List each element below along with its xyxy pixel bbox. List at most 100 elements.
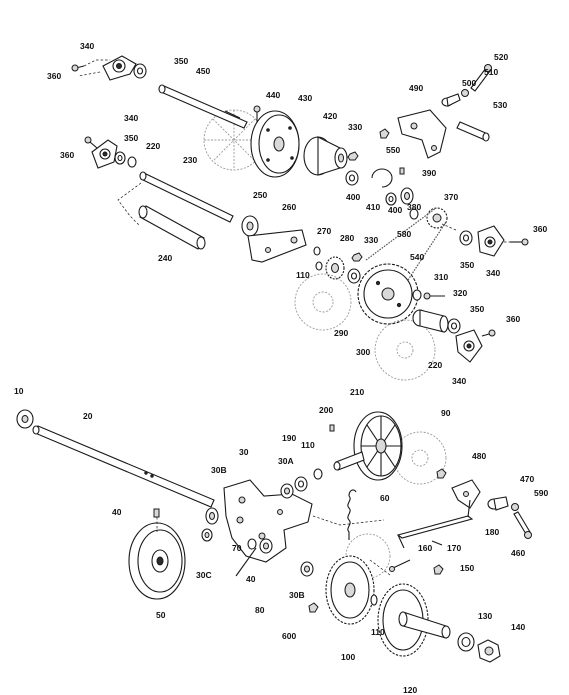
- part-label-490: 490: [409, 83, 423, 93]
- sprocket-280: [325, 256, 345, 280]
- shaft-230: [139, 171, 234, 223]
- rod-180: [396, 499, 474, 549]
- bushing-30A: [280, 483, 294, 499]
- bolt-520: [470, 64, 492, 92]
- part-label-510: 510: [484, 67, 498, 77]
- pin-170: [431, 540, 443, 546]
- bearing-flange-340-right: [477, 225, 505, 257]
- part-label-310: 310: [434, 272, 448, 282]
- ring-220-upper: [127, 156, 137, 168]
- nut-550: [379, 128, 390, 139]
- part-label-430: 430: [298, 93, 312, 103]
- part-label-460: 460: [511, 548, 525, 558]
- part-label-350d: 350: [470, 304, 484, 314]
- part-label-130: 130: [478, 611, 492, 621]
- nut-330-lower: [351, 252, 363, 262]
- part-label-20: 20: [83, 411, 93, 421]
- part-label-260: 260: [282, 202, 296, 212]
- bolt-360-lower: [481, 329, 496, 337]
- part-label-360c: 360: [533, 224, 547, 234]
- pin-530: [456, 121, 490, 142]
- nut-90: [436, 468, 447, 479]
- plate-260: [247, 229, 307, 263]
- gear-100: [325, 555, 375, 625]
- part-label-30: 30: [239, 447, 249, 457]
- bushing-30B-top: [205, 507, 219, 525]
- part-label-270: 270: [317, 226, 331, 236]
- part-label-110c: 110: [371, 627, 385, 637]
- part-label-170: 170: [447, 543, 461, 553]
- bearing-380: [400, 187, 414, 205]
- part-label-80: 80: [255, 605, 265, 615]
- bearing-350-mid: [114, 151, 126, 165]
- part-label-350c: 350: [460, 260, 474, 270]
- bushing-10: [16, 409, 34, 429]
- bracket-490: [397, 109, 447, 159]
- part-label-280: 280: [340, 233, 354, 243]
- part-label-230: 230: [183, 155, 197, 165]
- part-label-450: 450: [196, 66, 210, 76]
- bolt-320: [423, 292, 445, 300]
- lever-480: [451, 479, 481, 509]
- bearing-350-right: [459, 230, 473, 246]
- washer-590: [511, 503, 519, 511]
- part-label-110a: 110: [296, 270, 310, 280]
- part-label-470: 470: [520, 474, 534, 484]
- bearing-flange-340-mid: [91, 139, 118, 169]
- part-label-360a: 360: [47, 71, 61, 81]
- tube-240: [138, 205, 206, 250]
- sprocket-300: [357, 263, 419, 325]
- part-label-400b: 400: [388, 205, 402, 215]
- part-label-350a: 350: [174, 56, 188, 66]
- shaft-450: [158, 84, 248, 129]
- part-label-390: 390: [422, 168, 436, 178]
- bolt-360-top: [71, 64, 85, 72]
- bearing-flange-340-top: [102, 55, 137, 81]
- part-label-480: 480: [472, 451, 486, 461]
- shaft-20: [32, 425, 215, 508]
- part-label-50: 50: [156, 610, 166, 620]
- washer-110-upper: [315, 261, 323, 271]
- part-label-180: 180: [485, 527, 499, 537]
- nut-140: [477, 639, 501, 663]
- key-390: [399, 167, 405, 175]
- part-label-550: 550: [386, 145, 400, 155]
- part-label-540: 540: [410, 252, 424, 262]
- part-label-530: 530: [493, 100, 507, 110]
- bearing-250: [241, 215, 259, 237]
- part-label-350b: 350: [124, 133, 138, 143]
- part-label-420: 420: [323, 111, 337, 121]
- part-label-200: 200: [319, 405, 333, 415]
- ghost-gear-left: [294, 273, 352, 331]
- bearing-350-top: [133, 63, 147, 79]
- part-label-600: 600: [282, 631, 296, 641]
- part-label-240: 240: [158, 253, 172, 263]
- bolt-360-mid: [84, 136, 98, 149]
- nut-150: [433, 564, 444, 575]
- part-label-320: 320: [453, 288, 467, 298]
- pulley-50: [128, 522, 186, 600]
- hub-220-lower: [412, 309, 449, 333]
- washer-400-right: [385, 192, 397, 206]
- bolt-460: [513, 511, 532, 539]
- part-label-30A: 30A: [278, 456, 294, 466]
- part-label-30C: 30C: [196, 570, 212, 580]
- shaft-210: [333, 451, 365, 471]
- part-label-340b: 340: [124, 113, 138, 123]
- ghost-gear-right: [374, 319, 436, 381]
- ring-110-mid: [313, 468, 323, 480]
- nut-600: [308, 602, 319, 613]
- part-label-380: 380: [407, 202, 421, 212]
- spacer-500: [441, 93, 461, 107]
- part-label-410: 410: [366, 202, 380, 212]
- disc-210: [353, 411, 403, 481]
- washer-130: [457, 632, 475, 652]
- part-label-100: 100: [341, 652, 355, 662]
- part-label-210: 210: [350, 387, 364, 397]
- ring-110-lower: [370, 594, 378, 606]
- part-label-110b: 110: [301, 440, 315, 450]
- spacer-470: [487, 496, 509, 511]
- part-label-160: 160: [418, 543, 432, 553]
